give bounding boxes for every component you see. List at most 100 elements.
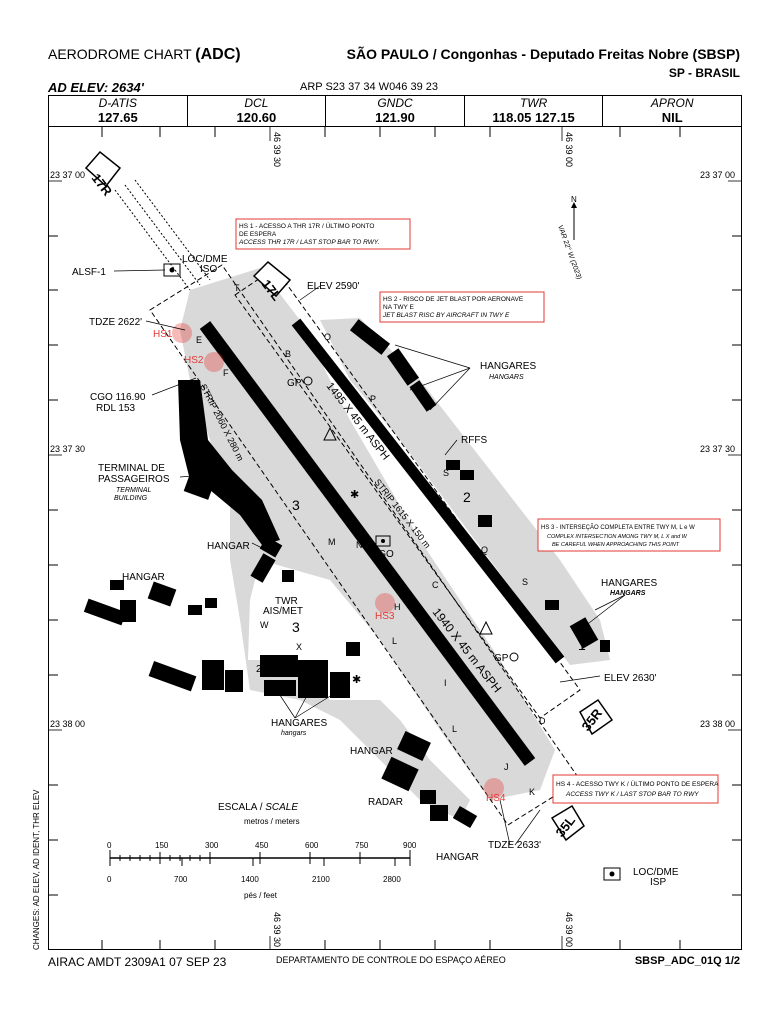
lon-label: 46 39 30 bbox=[272, 132, 282, 167]
scale-title: ESCALA / SCALE bbox=[218, 802, 298, 813]
loc-dme-isp-label: ISP bbox=[650, 877, 666, 888]
lon-label: 46 39 00 bbox=[564, 132, 574, 167]
footer-amdt: AIRAC AMDT 2309A1 07 SEP 23 bbox=[48, 955, 227, 969]
hs1-note: HS 1 - ACESSO A THR 17R / ÚLTIMO PONTO D… bbox=[235, 218, 411, 250]
tdze-label: TDZE 2622' bbox=[89, 317, 142, 328]
scale-tick-label: 600 bbox=[305, 841, 319, 850]
scale-feet: pés / feet bbox=[244, 891, 278, 900]
loc-dme-iso-label: LOC/DME bbox=[182, 254, 228, 265]
cgo-label: CGO 116.90 bbox=[90, 392, 146, 403]
freq-value: 127.65 bbox=[97, 110, 138, 125]
apron-number: 3 bbox=[292, 497, 300, 513]
hs1-text-en: ACCESS THR 17R / LAST STOP BAR TO RWY. bbox=[238, 239, 380, 246]
scale-tick-label: 450 bbox=[255, 841, 269, 850]
hs4-note: HS 4 - ACESSO TWY K / ÚLTIMO PONTO DE ES… bbox=[552, 774, 719, 804]
elev-label: ELEV 2630' bbox=[604, 673, 657, 684]
twr-label: AIS/MET bbox=[263, 606, 303, 617]
scale-tick-label: 900 bbox=[403, 841, 417, 850]
twy-label: J bbox=[504, 762, 509, 772]
rffs-label: RFFS bbox=[461, 435, 487, 446]
loc-dme-iso-label: ISO bbox=[200, 264, 217, 275]
gp-label: GP bbox=[287, 378, 302, 389]
loc-dme-iso-dot bbox=[169, 267, 175, 273]
hs1-text: DE ESPERA bbox=[239, 231, 277, 238]
twr-label: TWR bbox=[275, 596, 298, 607]
scale-tick-label: 2800 bbox=[383, 875, 401, 884]
map-frame bbox=[48, 127, 742, 950]
hangar-label: HANGAR bbox=[436, 852, 479, 863]
chart-code: (ADC) bbox=[195, 46, 241, 63]
twy-label: P bbox=[370, 394, 376, 404]
lat-label: 23 37 30 bbox=[700, 444, 735, 454]
freq-label: DCL bbox=[244, 96, 269, 110]
chart-title: AERODROME CHART (ADC) bbox=[48, 46, 241, 64]
frame-ticks bbox=[48, 127, 742, 950]
freq-gndc: GNDC 121.90 bbox=[326, 96, 465, 126]
freq-apron: APRON NIL bbox=[603, 96, 741, 126]
ad-elev: AD ELEV: 2634' bbox=[48, 80, 144, 95]
loc-dme-iso-symbol bbox=[163, 263, 181, 277]
lat-label: 23 38 00 bbox=[700, 719, 735, 729]
elev-label: ELEV 2590' bbox=[307, 281, 360, 292]
loc-dme-isp-dot bbox=[609, 871, 615, 877]
gp-symbol bbox=[303, 376, 313, 386]
hangares-label-en: HANGARS bbox=[610, 590, 646, 597]
apron-number: 2 bbox=[463, 489, 471, 505]
twy-label: I bbox=[444, 678, 447, 688]
hangares-label-en: hangars bbox=[281, 730, 307, 737]
freq-label: GNDC bbox=[377, 96, 413, 110]
freq-label: APRON bbox=[650, 96, 694, 110]
twy-label: K bbox=[529, 787, 535, 797]
chart-type: AERODROME CHART bbox=[48, 46, 192, 62]
freq-label: D-ATIS bbox=[98, 96, 138, 110]
loc-dme-isp-label: LOC/DME bbox=[633, 867, 679, 878]
hotspot-marker bbox=[172, 323, 192, 343]
scale-tick-label: 1400 bbox=[241, 875, 259, 884]
freq-value: 118.05 127.15 bbox=[492, 110, 575, 125]
hs4-text-en: ACCESS TWY K / LAST STOP BAR TO RWY bbox=[565, 791, 699, 798]
taxiway-labels: T E F B O P S Q R N M C H L I J K W X D … bbox=[196, 283, 560, 797]
cgo-mark-label: CGO bbox=[371, 549, 394, 560]
graticule bbox=[48, 127, 742, 950]
approach-lights bbox=[114, 179, 211, 291]
freq-value: 121.90 bbox=[375, 110, 415, 125]
hs2-text-en: JET BLAST RISC BY AIRCRAFT IN TWY E bbox=[382, 312, 510, 319]
asterisk-icon: ✱ bbox=[350, 489, 359, 501]
hotspot-label: HS1 bbox=[153, 329, 173, 340]
twy-label: Q bbox=[481, 545, 488, 555]
terminal-label-en: BUILDING bbox=[114, 495, 148, 502]
hs3-text-en: COMPLEX INTERSECTION AMONG TWY M, L X an… bbox=[547, 534, 688, 540]
airport-name: SÃO PAULO / Congonhas - Deputado Freitas… bbox=[346, 46, 740, 62]
hotspot-label: HS3 bbox=[375, 611, 395, 622]
freq-value: NIL bbox=[661, 110, 683, 125]
hotspot-label: HS4 bbox=[486, 793, 506, 804]
freq-twr: TWR 118.05 127.15 bbox=[465, 96, 604, 126]
footer-dept: DEPARTAMENTO DE CONTROLE DO ESPAÇO AÉREO bbox=[276, 955, 506, 965]
lat-label: 23 37 30 bbox=[50, 444, 85, 454]
gp-label: GP bbox=[494, 653, 509, 664]
map-labels: ALSF-1 LOC/DME ISO TDZE 2622' ELEV 2590'… bbox=[72, 254, 679, 888]
footer-code: SBSP_ADC_01Q 1/2 bbox=[634, 955, 740, 967]
north-label: N bbox=[571, 195, 577, 204]
cgo-vor-dot bbox=[381, 539, 385, 543]
buildings bbox=[83, 319, 610, 829]
runway-designator-35L: 35L bbox=[550, 804, 585, 842]
leader-lines bbox=[113, 269, 626, 846]
twy-label: N bbox=[356, 540, 363, 550]
twy-label: T bbox=[234, 283, 240, 293]
twy-label: R bbox=[553, 650, 560, 660]
scale-tick-label: 0 bbox=[107, 841, 112, 850]
scale-tick-label: 300 bbox=[205, 841, 219, 850]
scale-tick-label: 150 bbox=[155, 841, 169, 850]
terminal-label-en: TERMINAL bbox=[116, 487, 152, 494]
frequency-table: D-ATIS 127.65 DCL 120.60 GNDC 121.90 TWR… bbox=[48, 95, 742, 127]
scale-bar: ESCALA / SCALE metros / meters 0 150 300… bbox=[107, 802, 417, 900]
twy-label: O bbox=[324, 332, 331, 342]
hs1-text: HS 1 - ACESSO A THR 17R / ÚLTIMO PONTO bbox=[239, 221, 374, 230]
alsf-label: ALSF-1 bbox=[72, 267, 106, 278]
hs2-text: HS 2 - RISCO DE JET BLAST POR AERONAVE bbox=[383, 296, 524, 303]
twy-label: S bbox=[522, 577, 528, 587]
scale-tick-label: 750 bbox=[355, 841, 369, 850]
scale-m-ticks: 0 150 300 450 600 750 900 bbox=[107, 841, 417, 850]
